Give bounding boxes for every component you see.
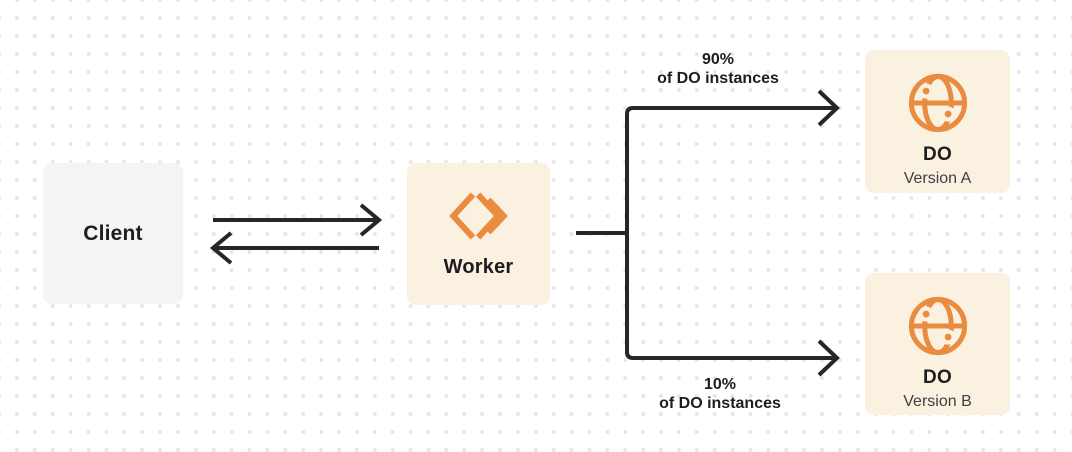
split-label-10-line1: 10%: [703, 376, 737, 393]
split-label-90-line1: 90%: [701, 51, 735, 68]
do-b-title: DO: [923, 367, 952, 388]
client-label: Client: [83, 221, 143, 245]
globe-icon: [905, 293, 971, 359]
arrow-client-to-worker: [213, 203, 383, 237]
split-label-90: 90% of DO instances: [608, 51, 828, 88]
arrowhead-to-do-a: [817, 89, 840, 127]
split-label-90-line2: of DO instances: [657, 69, 779, 87]
node-client: Client: [43, 163, 183, 304]
node-worker: Worker: [407, 163, 550, 305]
do-a-subtitle: Version A: [903, 169, 972, 187]
node-do-version-b: DO Version B: [865, 273, 1010, 415]
globe-icon: [905, 70, 971, 136]
node-do-version-a: DO Version A: [865, 50, 1010, 193]
split-label-10: 10% of DO instances: [610, 376, 830, 413]
split-trunk: [625, 106, 836, 360]
arrow-worker-to-client: [209, 231, 379, 265]
do-b-subtitle: Version B: [903, 392, 972, 410]
worker-label: Worker: [443, 256, 514, 278]
workers-angle-brackets-icon: [448, 189, 509, 243]
split-label-10-line2: of DO instances: [659, 394, 781, 412]
do-a-title: DO: [923, 144, 952, 165]
arrowhead-to-do-b: [817, 339, 840, 377]
